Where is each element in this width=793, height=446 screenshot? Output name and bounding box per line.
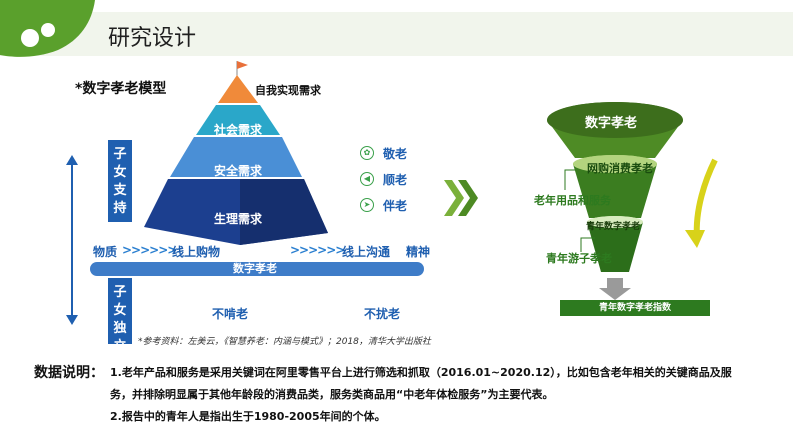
children-independent-label: 子女独立 [113, 285, 127, 354]
funnel-diagram [547, 102, 718, 300]
digital-filial-bar [90, 262, 424, 276]
spiritual-label: 精神 [406, 245, 431, 259]
pyramid-physio-label: 生理需求 [214, 212, 263, 226]
pyramid-top-label: 自我实现需求 [255, 84, 321, 97]
value-accompany: 伴老 [383, 199, 408, 213]
bar-label: 数字孝老 [233, 262, 277, 275]
chevrons-right: >>>>>> [290, 243, 345, 257]
funnel-top-label: 数字孝老 [585, 116, 638, 131]
title-bar [0, 12, 793, 56]
funnel-lower-label: 青年数字孝老 [586, 222, 641, 232]
chevrons-left: >>>>>> [122, 243, 177, 257]
funnel-middle-label: 网购消费孝老 [587, 162, 653, 175]
value-respect: 敬老 [383, 147, 408, 161]
megaphone-icon: ◀ [360, 172, 374, 186]
online-comm-label: 线上沟通 [342, 245, 391, 259]
green-chevrons [444, 180, 478, 216]
funnel-side-2: 青年游子孝老 [546, 252, 612, 265]
value-obey: 顺老 [383, 173, 408, 187]
index-label-box: 青年数字孝老指数 [560, 300, 710, 316]
data-note-label: 数据说明： [34, 365, 104, 381]
respect-icon: ✿ [360, 146, 374, 160]
vertical-arrow [66, 155, 78, 325]
page-title: 研究设计 [108, 26, 197, 51]
pyramid-social-label: 社会需求 [214, 123, 263, 137]
reference-note: *参考资料：左美云，《智慧养老：内涵与模式》；2018，清华大学出版社 [138, 337, 431, 347]
children-support-label: 子女支持 [113, 147, 127, 216]
funnel-side-1: 老年用品和服务 [534, 194, 611, 207]
not-disturb-label: 不扰老 [364, 307, 401, 321]
data-note-line1: 1.老年产品和服务是采用关键词在阿里零售平台上进行筛选和抓取（2016.01~2… [110, 366, 732, 379]
needs-pyramid [144, 61, 328, 245]
send-icon: ➤ [360, 198, 374, 212]
online-shopping-label: 线上购物 [172, 245, 221, 259]
children-independent-box: 子女独立 [108, 278, 132, 354]
not-bite-label: 不啃老 [212, 307, 249, 321]
leaf-decoration [0, 0, 95, 57]
data-note-line2: 2.报告中的青年人是指出生于1980-2005年间的个体。 [110, 410, 386, 423]
model-label: *数字孝老模型 [75, 81, 167, 97]
material-label: 物质 [93, 245, 118, 259]
data-note-line1b: 务，并排除明显属于其他年龄段的消费品类，服务类商品用“中老年体检服务”为主要代表… [110, 388, 554, 401]
pyramid-safety-label: 安全需求 [214, 164, 263, 178]
children-support-box: 子女支持 [108, 140, 132, 222]
